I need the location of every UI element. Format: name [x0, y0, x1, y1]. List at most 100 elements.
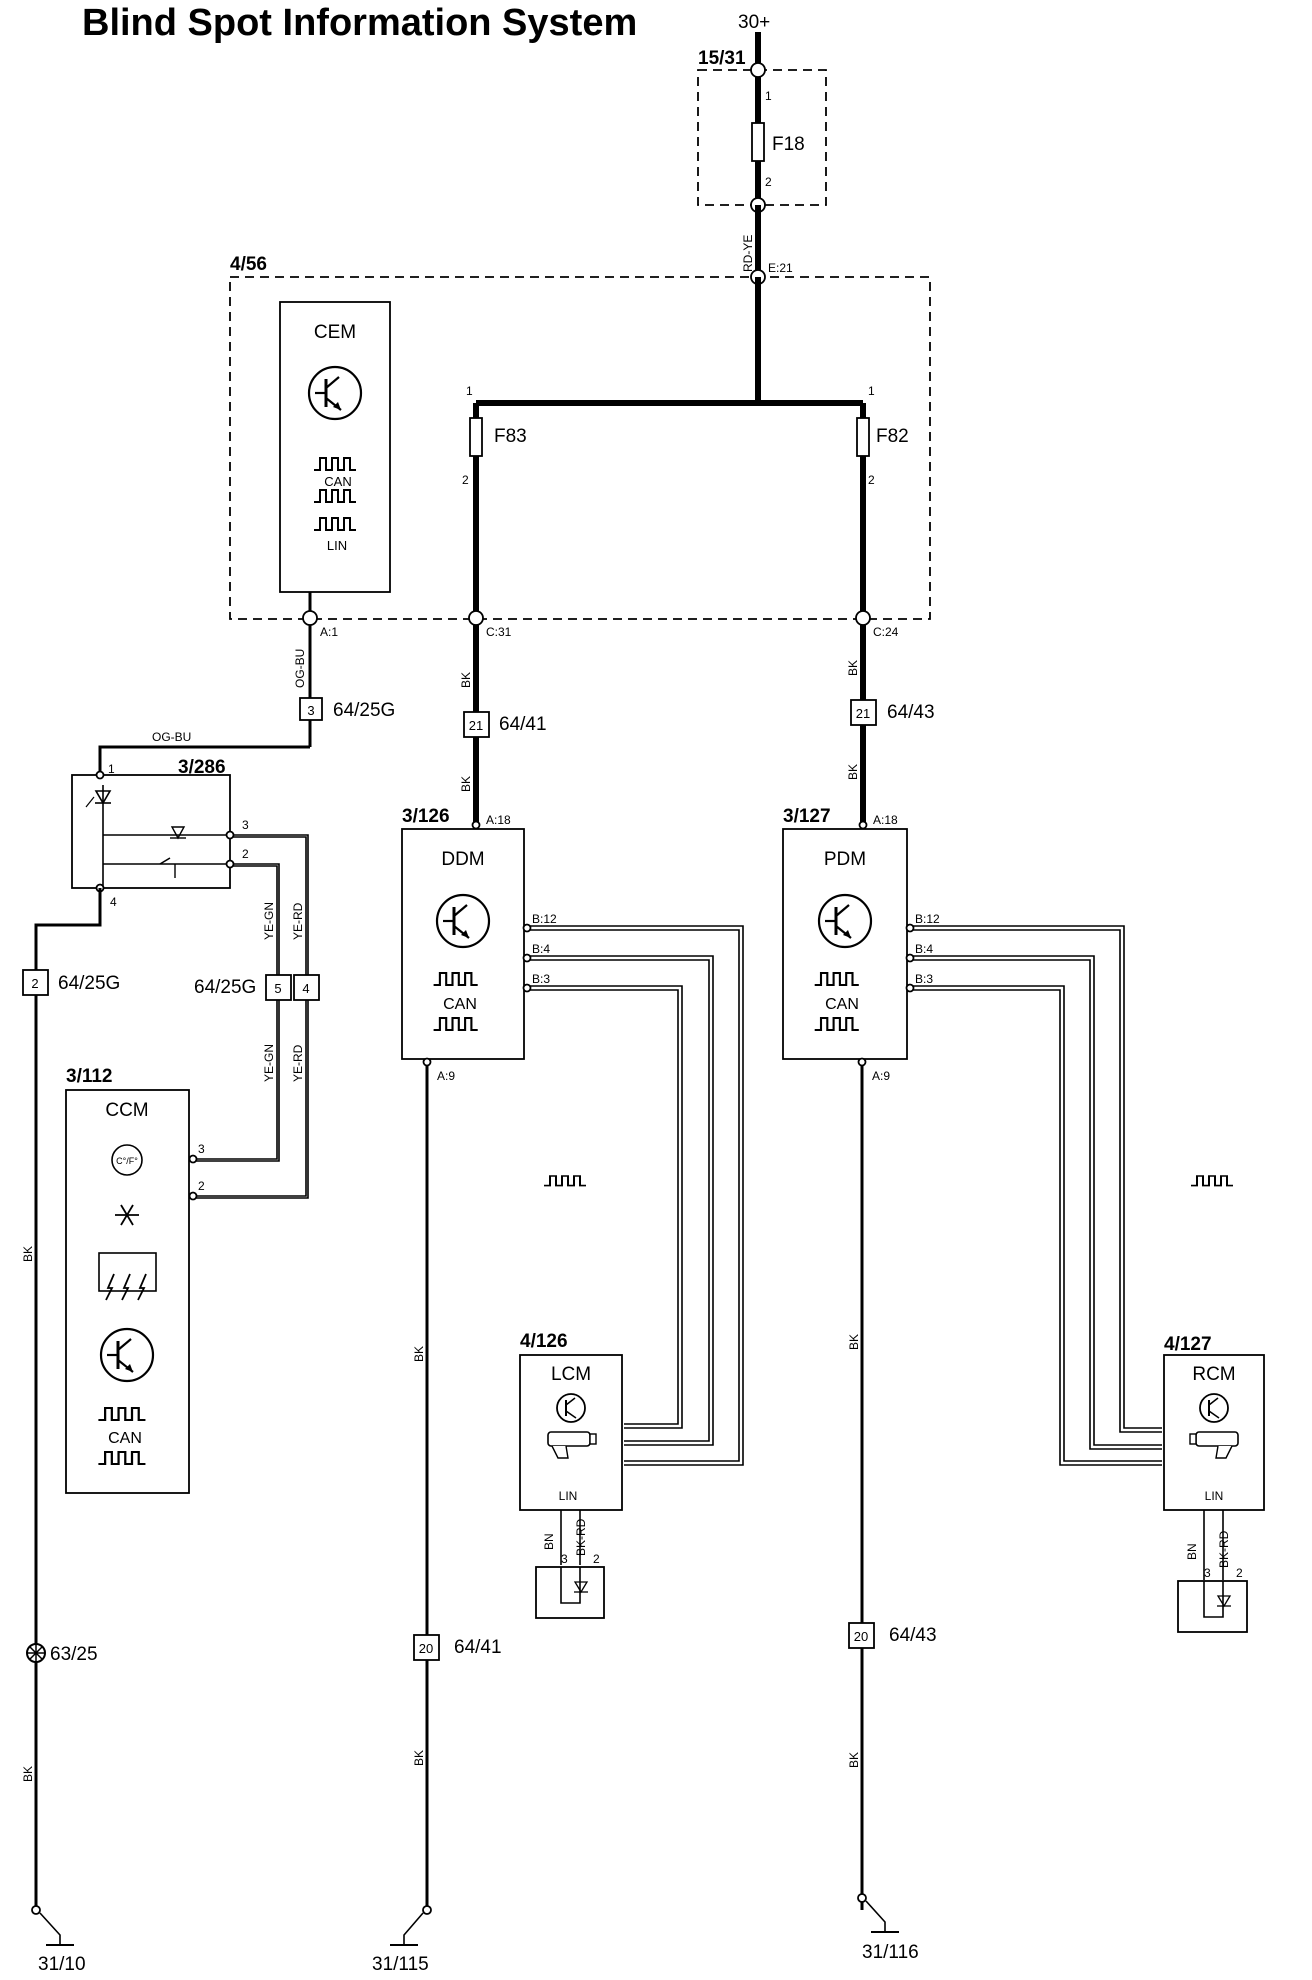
lcm-pin2: 2: [593, 1552, 600, 1566]
ccm-can: CAN: [108, 1430, 142, 1447]
switch-pin3: 3: [242, 818, 249, 832]
wire-bk-left-1: BK: [21, 1246, 35, 1262]
connector-pin-2: 2: [31, 976, 38, 991]
connector-64-25g-pin2: [22, 969, 49, 996]
ddm-name: DDM: [441, 849, 484, 870]
connector-pin-21-a: 21: [469, 718, 483, 733]
connector-pin-21-b: 21: [856, 706, 870, 721]
wire-bk-pdm-1: BK: [846, 660, 860, 676]
wire-bk-ddm-3: BK: [412, 1346, 426, 1362]
ddm-b3: B:3: [532, 972, 550, 986]
connector-64-43-pin20: [848, 1622, 875, 1649]
pdm-b3: B:3: [915, 972, 933, 986]
ground-31-115: 31/115: [372, 1954, 429, 1975]
pin-c31: C:31: [486, 625, 512, 639]
rcm-lin: LIN: [1205, 1489, 1224, 1503]
ccm-pin3: 3: [198, 1142, 205, 1156]
ddm-b12: B:12: [532, 912, 557, 926]
temperature-unit: C°/F°: [116, 1156, 138, 1166]
ddm-id: 3/126: [402, 806, 450, 827]
wire-bk-pdm-4: BK: [847, 1752, 861, 1768]
wire-og-bu-h: OG-BU: [152, 730, 191, 744]
fuse-f18-label: F18: [772, 134, 805, 155]
lcm-pin3: 3: [561, 1552, 568, 1566]
wire-bn-rcm: BN: [1185, 1543, 1199, 1560]
ccm-name: CCM: [105, 1100, 148, 1121]
cem-unit-id: 4/56: [230, 254, 267, 275]
pin-e21: E:21: [768, 261, 793, 275]
ddm-can: CAN: [443, 996, 477, 1013]
wire-bk-pdm-2: BK: [846, 764, 860, 780]
f18-pin1: 1: [765, 89, 772, 103]
fuse-f82-label: F82: [876, 426, 909, 447]
splice-label: 63/25: [50, 1644, 98, 1665]
ddm-a9: A:9: [437, 1069, 455, 1083]
connector-64-43-label-1: 64/43: [887, 702, 935, 723]
ddm-a18: A:18: [486, 813, 511, 827]
rcm-pin3: 3: [1204, 1566, 1211, 1580]
cem-transistor-icon: [307, 365, 363, 421]
f83-pin1: 1: [466, 384, 473, 398]
snowflake-icon: [115, 1204, 139, 1226]
pdm-can: CAN: [825, 996, 859, 1013]
pin-c24: C:24: [873, 625, 899, 639]
fuse-f18-icon: [751, 122, 765, 162]
connector-64-25g-label-3: 64/25G: [194, 977, 256, 998]
switch-unit-id: 3/286: [178, 757, 226, 778]
rcm-pin2: 2: [1236, 1566, 1243, 1580]
rear-defrost-icon: [98, 1252, 157, 1301]
pdm-a18: A:18: [873, 813, 898, 827]
wire-ye-rd-bottom: YE-RD: [291, 1044, 305, 1082]
connector-64-41-pin20: [413, 1634, 440, 1661]
f82-pin1: 1: [868, 384, 875, 398]
connector-64-43-label-2: 64/43: [889, 1625, 937, 1646]
fuse-f83-label: F83: [494, 426, 527, 447]
cem-can: CAN: [324, 474, 351, 489]
connector-64-41-pin21: [463, 711, 490, 738]
fuse-f83-icon: [469, 417, 483, 457]
connector-64-25g-label-2: 64/25G: [58, 973, 120, 994]
pdm-a9: A:9: [872, 1069, 890, 1083]
lcm-transistor-icon: [556, 1393, 586, 1423]
connector-pin-5: 5: [274, 981, 281, 996]
fuse-box-id: 15/31: [698, 48, 746, 69]
f83-pin2: 2: [462, 473, 469, 487]
led-icon: [170, 826, 186, 840]
ddm-b4: B:4: [532, 942, 550, 956]
connector-64-41-label-2: 64/41: [454, 1637, 502, 1658]
connector-pin-20-b: 20: [854, 1629, 868, 1644]
lcm-indicator-lamp: [535, 1566, 605, 1619]
switch-pin2: 2: [242, 847, 249, 861]
ground-31-116: 31/116: [862, 1942, 919, 1963]
ccm-transistor-icon: [99, 1327, 155, 1383]
rcm-transistor-icon: [1199, 1393, 1229, 1423]
ccm-id: 3/112: [66, 1066, 113, 1087]
fuse-f82-icon: [856, 417, 870, 457]
rcm-indicator-lamp: [1177, 1580, 1248, 1633]
wire-ye-gn-top: YE-GN: [262, 902, 276, 940]
cem-module: [279, 301, 391, 593]
lcm-name: LCM: [551, 1364, 591, 1385]
ground-31-10: 31/10: [38, 1954, 86, 1975]
temperature-icon: [111, 1144, 143, 1176]
camera-icon: [547, 1431, 597, 1459]
cem-lin: LIN: [327, 538, 347, 553]
pdm-name: PDM: [824, 849, 866, 870]
pdm-b4: B:4: [915, 942, 933, 956]
camera-icon: [1189, 1431, 1239, 1459]
lcm-id: 4/126: [520, 1331, 568, 1352]
rcm-id: 4/127: [1164, 1334, 1212, 1355]
cem-name: CEM: [314, 322, 356, 343]
wire-og-bu-v: OG-BU: [293, 649, 307, 688]
wire-ye-rd-top: YE-RD: [291, 902, 305, 940]
connector-pin-3: 3: [307, 703, 314, 718]
cem-unit-frame: [229, 276, 931, 620]
connector-64-41-label-1: 64/41: [499, 714, 547, 735]
wire-bk-ddm-2: BK: [459, 776, 473, 792]
switch-icon: [159, 857, 171, 865]
connector-pin-20-a: 20: [419, 1641, 433, 1656]
connector-64-25g-pin3: [299, 697, 323, 721]
switch-pin1: 1: [108, 762, 115, 776]
pdm-transistor-icon: [817, 893, 873, 949]
